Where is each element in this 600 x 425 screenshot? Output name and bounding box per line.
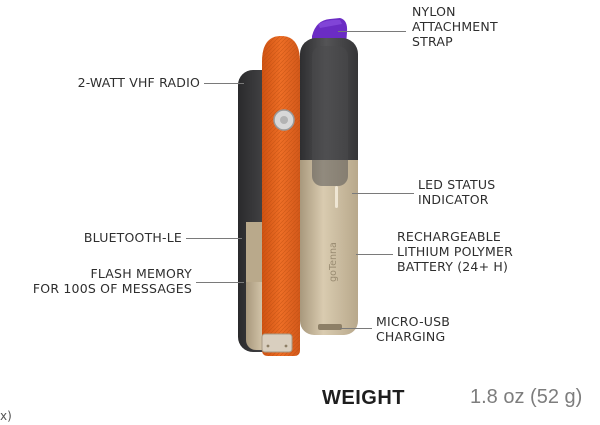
weight-value: 1.8 oz (52 g) — [470, 386, 583, 408]
leader-battery — [356, 254, 393, 255]
leader-micro-usb — [340, 328, 372, 329]
left-device — [238, 36, 300, 356]
label-battery: RECHARGEABLE LITHIUM POLYMER BATTERY (24… — [397, 229, 513, 274]
leader-bluetooth — [186, 238, 242, 239]
leader-led-status — [352, 193, 414, 194]
label-bluetooth: BLUETOOTH-LE — [83, 230, 182, 245]
leader-flash-memory — [196, 282, 244, 283]
weight-heading: WEIGHT — [322, 387, 405, 409]
right-device: goTenna — [300, 18, 358, 335]
cut-off-text: x) — [0, 409, 12, 423]
label-nylon-strap: NYLON ATTACHMENT STRAP — [412, 4, 498, 49]
metal-tip — [261, 333, 293, 353]
label-flash-memory: FLASH MEMORY FOR 100S OF MESSAGES — [32, 266, 192, 296]
label-led-status: LED STATUS INDICATOR — [418, 177, 496, 207]
leader-vhf-radio — [204, 83, 244, 84]
micro-usb-port — [318, 324, 342, 330]
led-status-light — [335, 186, 338, 208]
leader-nylon-strap — [338, 31, 406, 32]
label-micro-usb: MICRO-USB CHARGING — [376, 314, 451, 344]
device-logo: goTenna — [328, 242, 339, 282]
label-vhf-radio: 2-WATT VHF RADIO — [77, 75, 200, 90]
